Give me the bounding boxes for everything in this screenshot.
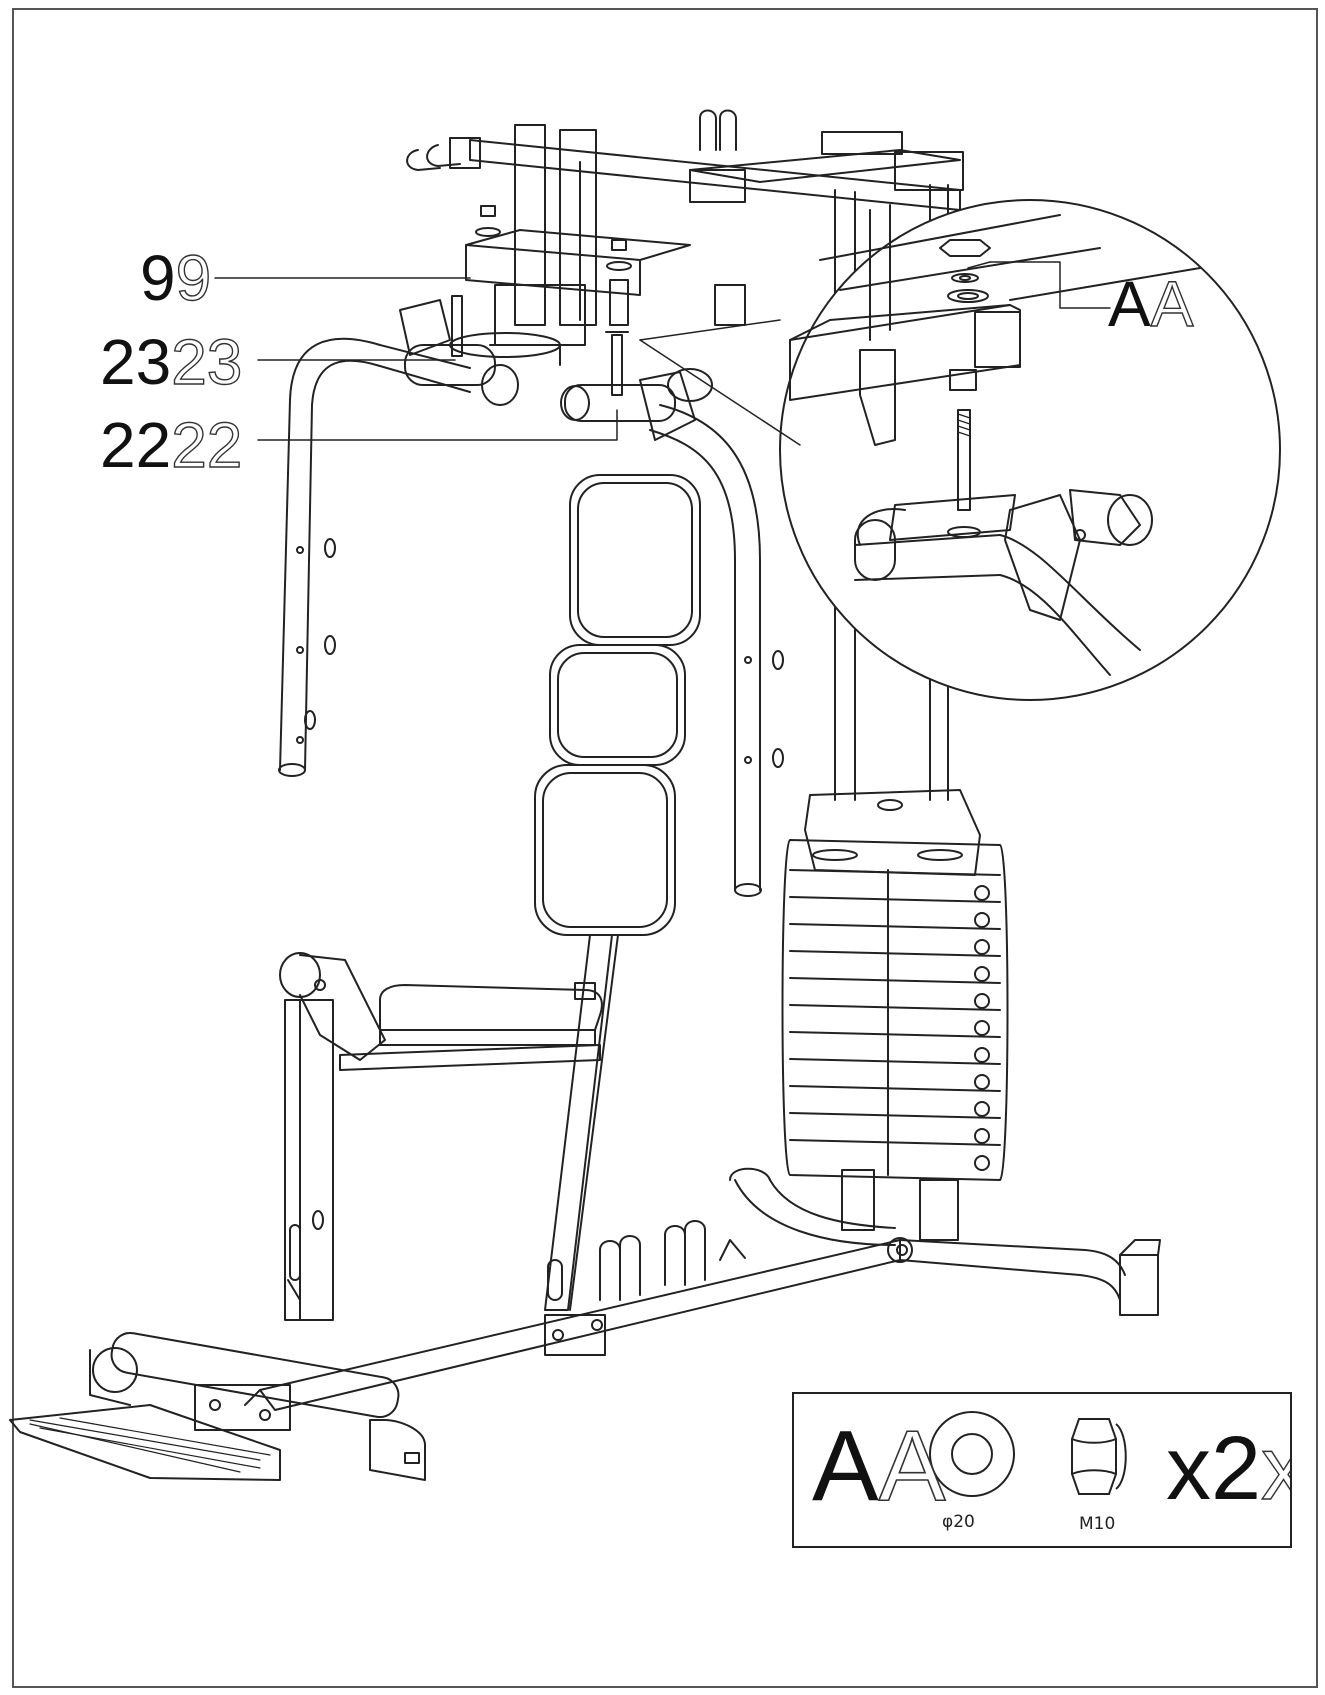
callout-part-9: 99	[140, 245, 212, 310]
base-frame	[9, 1167, 1161, 1481]
detail-view	[639, 199, 1281, 701]
backrest	[534, 474, 701, 936]
callout-detail-hardware: AA	[1108, 271, 1194, 336]
callout-part-23: 2323	[100, 329, 243, 394]
seat-assembly	[279, 934, 619, 1321]
left-arm	[278, 295, 561, 777]
hardware-quantity: x2x2	[1166, 1423, 1290, 1514]
hardware-letter-outline: A	[878, 1410, 946, 1522]
sheet-border	[12, 8, 1318, 1688]
callout-part-23-outline: 23	[170, 326, 243, 398]
weight-stack	[781, 789, 1009, 1181]
washer-icon	[929, 1411, 1015, 1497]
right-arm	[560, 331, 784, 897]
hardware-quantity-outline: x2	[1260, 1419, 1290, 1519]
leader-lines	[214, 277, 618, 441]
callout-detail-hardware-outline: A	[1150, 268, 1194, 340]
callout-part-23-solid: 23	[100, 326, 172, 398]
hardware-icons	[929, 1411, 1127, 1497]
hardware-letter-solid: A	[812, 1410, 879, 1522]
hardware-quantity-solid: x2	[1166, 1419, 1262, 1519]
callout-part-22-outline: 22	[170, 409, 243, 481]
nut-size-label: M10	[1079, 1514, 1116, 1534]
callout-detail-hardware-solid: A	[1108, 268, 1151, 340]
washer-size-label: φ20	[942, 1512, 975, 1532]
callout-part-9-outline: 9	[175, 242, 212, 314]
callout-part-22-solid: 22	[100, 409, 172, 481]
callout-part-9-solid: 9	[140, 242, 176, 314]
callout-part-22: 2222	[100, 412, 243, 477]
hardware-letter: AA	[812, 1415, 946, 1517]
hardware-legend: AA φ20 M10 x2x2	[792, 1392, 1292, 1548]
nut-icon	[1071, 1418, 1127, 1495]
